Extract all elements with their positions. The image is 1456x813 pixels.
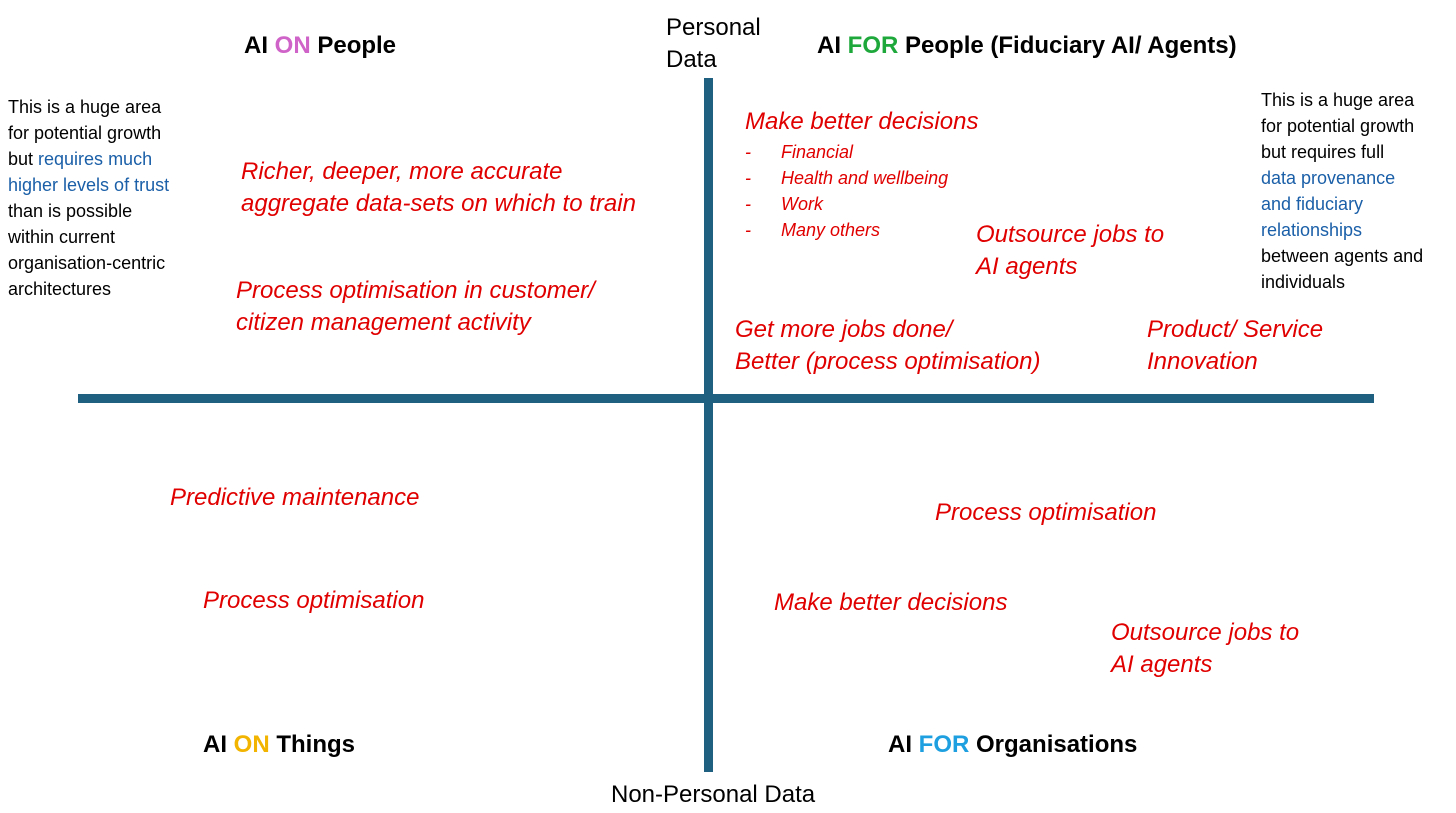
list-dash: - xyxy=(745,142,751,162)
list-dash: - xyxy=(745,194,751,214)
subitem-text: Financial xyxy=(781,142,854,162)
subitem-text: Health and wellbeing xyxy=(781,168,949,188)
item-line: AI agents xyxy=(976,253,1078,280)
title-prefix: AI xyxy=(817,32,848,59)
note-line: organisation-centric xyxy=(8,253,166,273)
note-line: within current xyxy=(8,227,116,247)
title-accent: FOR xyxy=(918,731,970,758)
note-top-left: This is a huge area for potential growth… xyxy=(8,94,169,302)
note-line: individuals xyxy=(1261,272,1346,292)
title-suffix: Things xyxy=(269,731,355,758)
item-line: Outsource jobs to xyxy=(1111,619,1300,646)
item-outsource-jobs-organisations: Outsource jobs to AI agents xyxy=(1111,617,1299,681)
subitem-text: Work xyxy=(781,194,823,214)
note-line: architectures xyxy=(8,279,112,299)
note-line: but requires much xyxy=(8,146,169,172)
list-dash: - xyxy=(745,220,751,240)
note-line: but requires full xyxy=(1261,142,1385,162)
item-line: AI agents xyxy=(1111,651,1213,678)
quadrant-title-ai-on-things: AI ON Things xyxy=(203,731,355,759)
note-highlight: relationships xyxy=(1261,220,1363,240)
item-product-service-innovation: Product/ Service Innovation xyxy=(1147,314,1323,378)
top-axis-label-line2: Data xyxy=(666,46,717,73)
list-dash: - xyxy=(745,168,751,188)
title-suffix: People (Fiduciary AI/ Agents) xyxy=(898,32,1237,59)
item-make-better-decisions-people: Make better decisions xyxy=(745,108,979,135)
item-make-better-decisions-organisations: Make better decisions xyxy=(774,589,1008,616)
item-line: Get more jobs done/ xyxy=(735,316,953,343)
bottom-axis-label: Non-Personal Data xyxy=(611,781,816,808)
note-line: This is a huge area xyxy=(1261,90,1415,110)
quadrant-title-ai-for-organisations: AI FOR Organisations xyxy=(888,731,1137,759)
note-line: for potential growth xyxy=(8,123,162,143)
item-line: Better (process optimisation) xyxy=(735,348,1041,375)
decisions-subitem: - Work xyxy=(745,191,948,217)
decisions-subitem: - Many others xyxy=(745,217,948,243)
item-process-optimisation-organisations: Process optimisation xyxy=(935,499,1157,526)
title-accent: FOR xyxy=(847,32,899,59)
subitem-text: Many others xyxy=(781,220,881,240)
title-suffix: People xyxy=(310,32,397,59)
item-outsource-jobs-people: Outsource jobs to AI agents xyxy=(976,219,1164,283)
top-axis-label: Personal Data xyxy=(666,12,761,76)
item-predictive-maintenance: Predictive maintenance xyxy=(170,484,420,511)
note-top-right: This is a huge area for potential growth… xyxy=(1261,87,1423,295)
title-prefix: AI xyxy=(888,731,919,758)
quadrant-title-ai-on-people: AI ON People xyxy=(244,32,396,60)
item-line: Product/ Service xyxy=(1147,316,1324,343)
quadrant-title-ai-for-people: AI FOR People (Fiduciary AI/ Agents) xyxy=(817,32,1237,60)
note-text: but xyxy=(8,149,39,169)
note-highlight: requires much xyxy=(38,149,153,169)
decisions-subitem-list: - Financial - Health and wellbeing - Work -… xyxy=(745,139,948,243)
title-suffix: Organisations xyxy=(969,731,1138,758)
item-line: aggregate data-sets on which to train xyxy=(241,190,636,217)
item-get-more-jobs-done: Get more jobs done/ Better (process opti… xyxy=(735,314,1040,378)
note-line: This is a huge area xyxy=(8,97,162,117)
title-prefix: AI xyxy=(244,32,275,59)
note-highlight: and fiduciary xyxy=(1261,194,1364,214)
note-highlight: data provenance xyxy=(1261,168,1396,188)
note-highlight: higher levels of trust xyxy=(8,175,170,195)
decisions-subitem: - Financial xyxy=(745,139,948,165)
item-line: Outsource jobs to xyxy=(976,221,1165,248)
title-accent: ON xyxy=(233,731,270,758)
top-axis-label-line1: Personal xyxy=(666,14,761,41)
note-line: between agents and xyxy=(1261,246,1424,266)
item-line: citizen management activity xyxy=(236,309,531,336)
item-richer-datasets: Richer, deeper, more accurate aggregate … xyxy=(241,156,636,220)
vertical-axis xyxy=(704,78,713,772)
item-line: Richer, deeper, more accurate xyxy=(241,158,563,185)
title-accent: ON xyxy=(274,32,311,59)
item-process-optimisation-things: Process optimisation xyxy=(203,587,425,614)
note-line: for potential growth xyxy=(1261,116,1415,136)
item-process-optimisation-customer: Process optimisation in customer/ citize… xyxy=(236,275,595,339)
item-line: Process optimisation in customer/ xyxy=(236,277,595,304)
decisions-subitem: - Health and wellbeing xyxy=(745,165,948,191)
horizontal-axis xyxy=(78,394,1374,403)
item-line: Innovation xyxy=(1147,348,1258,375)
note-line: than is possible xyxy=(8,201,133,221)
title-prefix: AI xyxy=(203,731,234,758)
